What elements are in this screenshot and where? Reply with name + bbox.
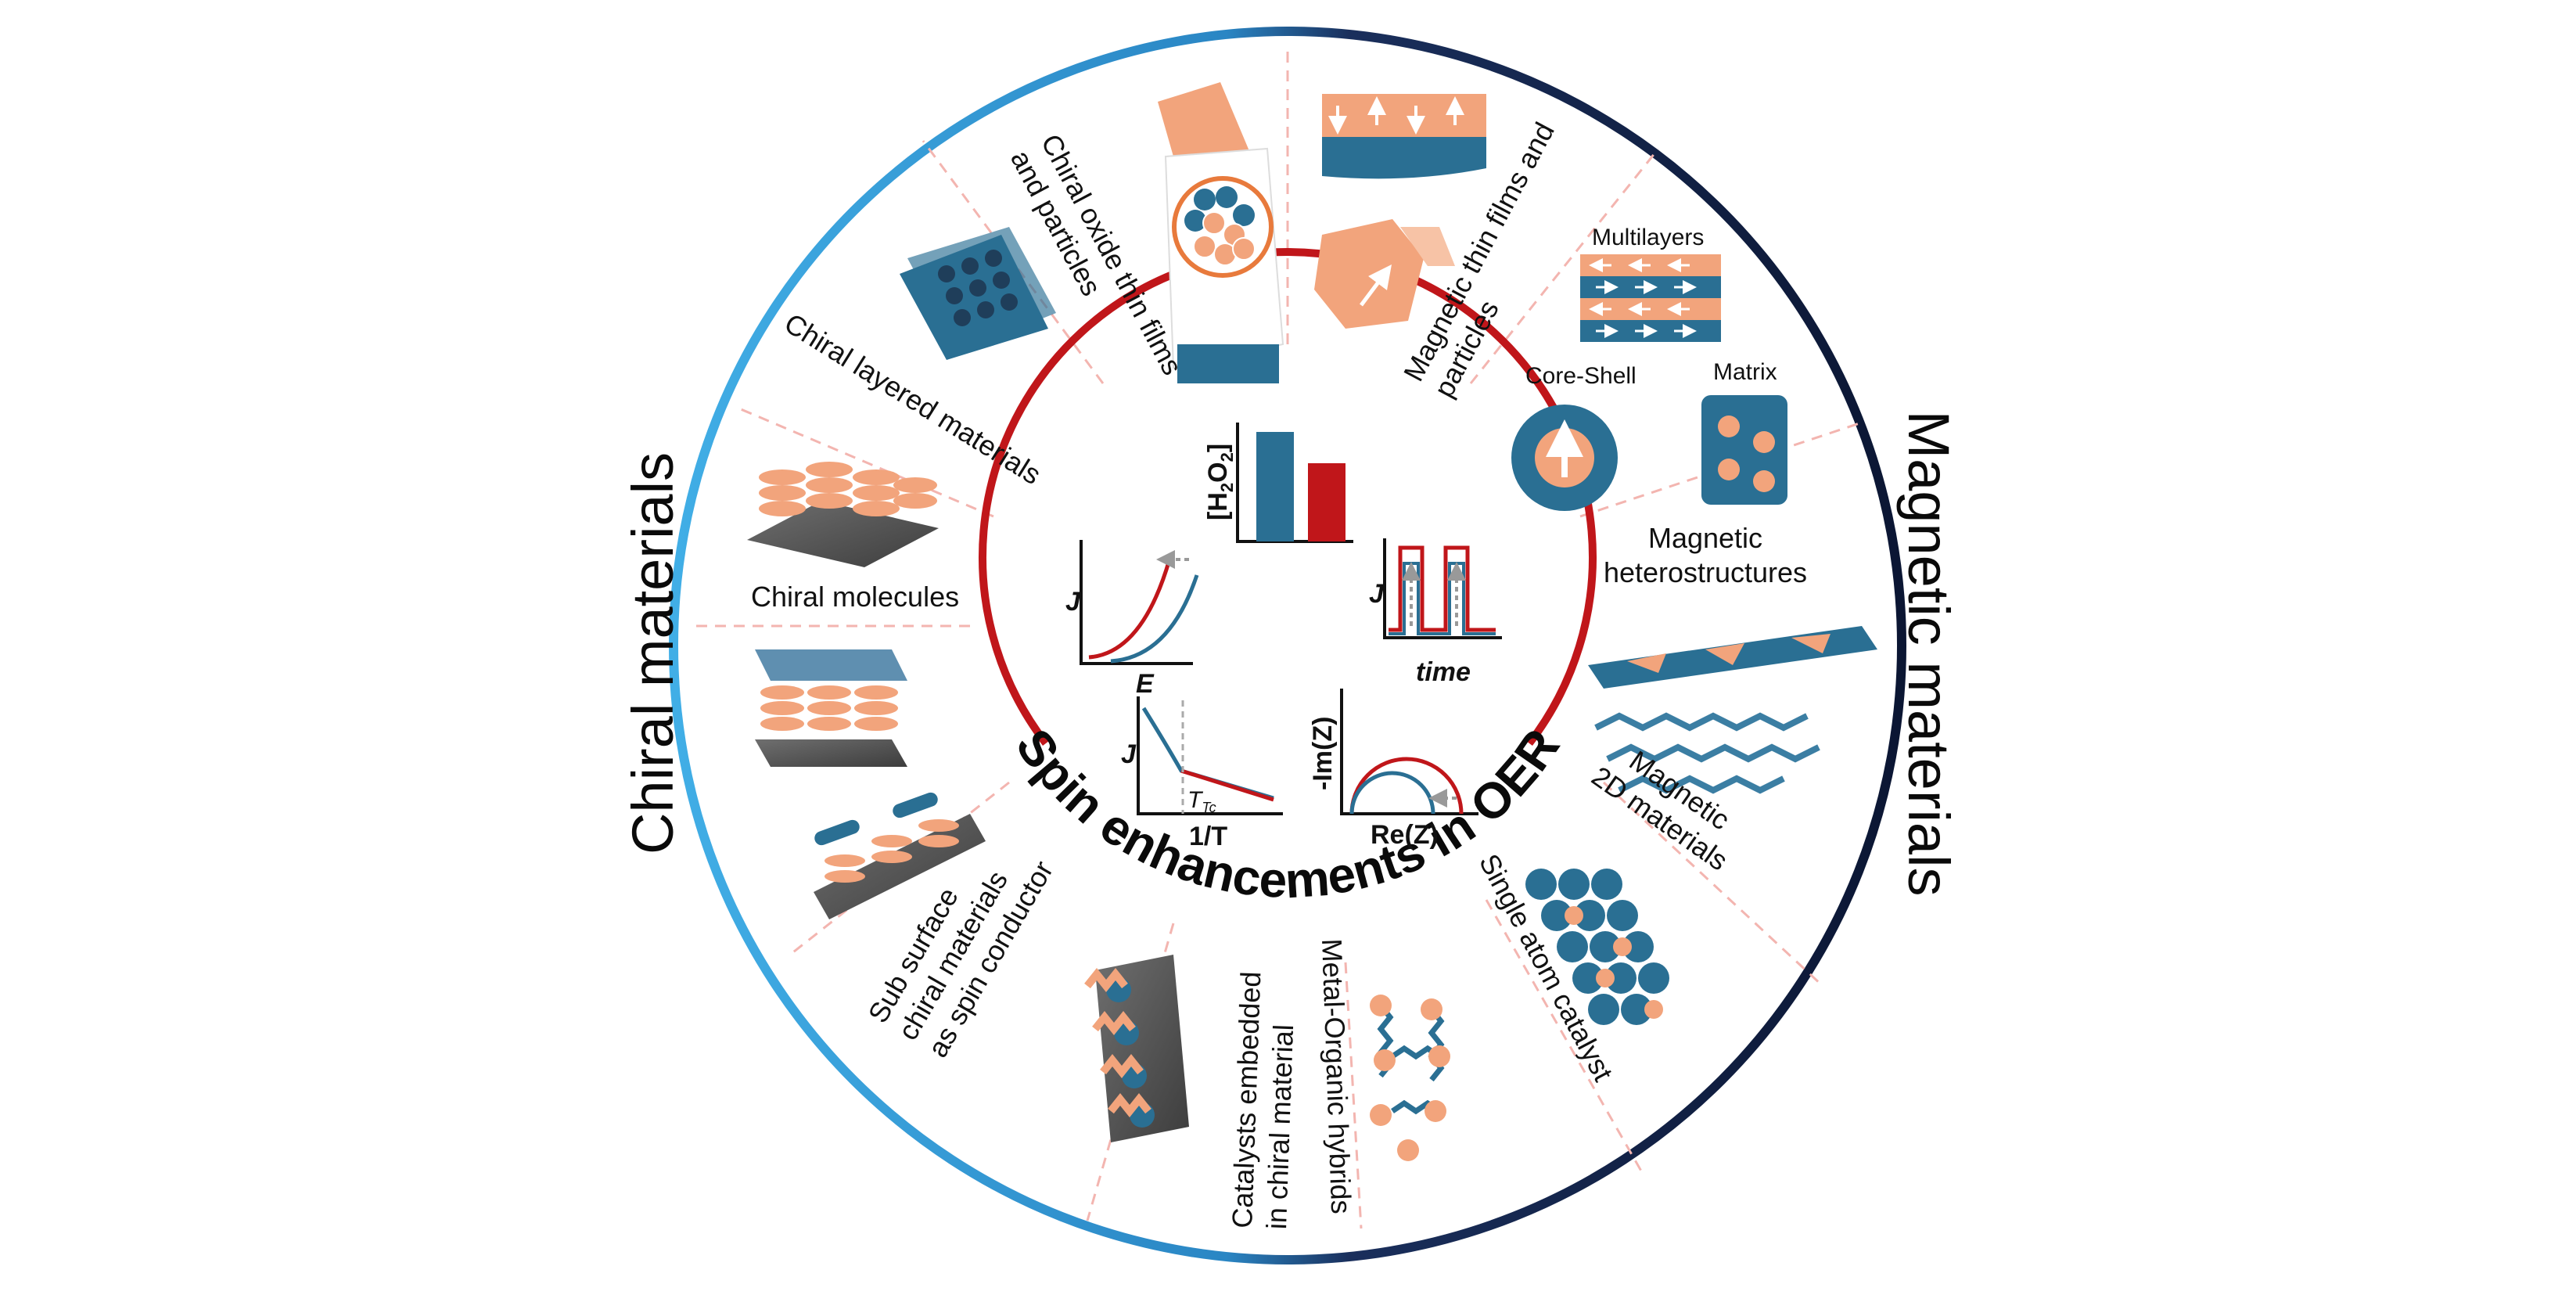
chiral-layered-illustration [900,227,1056,360]
chiral-molecules-illustration [747,462,939,567]
label-chiral-molecules: Chiral molecules [751,581,959,613]
matrix-illustration [1701,395,1787,505]
label-catalysts-embedded: Catalysts embeddedin chiral material [1226,971,1301,1230]
tc-marker: TTc [1187,787,1216,815]
label-chiral-oxide: Chiral oxide thin filmsand particles [1004,129,1189,397]
jv-ylabel: J [1065,587,1081,617]
eis-xlabel: Re(Z) [1371,820,1439,850]
plot-j-vs-e: J E [1065,540,1199,699]
rotation-arrow-icon [1172,176,1274,278]
left-group-label: Chiral materials [620,452,685,854]
single-atom-illustration [1525,869,1669,1025]
multilayers-illustration [1580,254,1721,342]
plot-h2o2: [H2O2] [1203,423,1353,543]
label-matrix: Matrix [1713,359,1777,385]
metal-organic-illustration [1370,995,1450,1161]
h2o2-bar-1 [1256,432,1294,541]
eis-ylabel: -Im(Z) [1308,717,1338,790]
label-metal-organic: Metal-Organic hybrids [1316,938,1357,1214]
plot-j-vs-time: J time [1369,538,1502,687]
right-group-label: Magnetic materials [1896,410,1961,896]
core-shell-illustration [1511,405,1618,511]
jv-xlabel: E [1136,669,1155,699]
h2o2-bar-2 [1308,463,1345,541]
catalysts-embedded-illustration [1084,955,1189,1142]
outer-ring [669,27,1906,1264]
h2o2-ylabel: [H2O2] [1203,444,1237,520]
magnetic-thin-films-illustration [1314,94,1486,329]
time-ylabel: J [1369,579,1385,609]
magnetic-domain-icon [1314,219,1455,329]
chiral-sandwich-illustration [755,649,907,767]
chiral-oxide-illustration [1158,82,1284,383]
time-xlabel: time [1416,657,1471,687]
label-core-shell: Core-Shell [1525,363,1636,389]
plot-eis: -Im(Z) Re(Z) [1308,689,1478,850]
sub-surface-illustration [814,792,986,919]
temp-xlabel: 1/T [1189,822,1227,851]
label-multilayers: Multilayers [1592,225,1704,250]
plot-j-vs-invT: TTc J 1/T [1121,696,1283,851]
helix-icon [759,462,937,516]
magnetic-2d-illustration [1588,626,1877,794]
inner-arc [979,248,1597,746]
temp-ylabel: J [1121,739,1137,769]
